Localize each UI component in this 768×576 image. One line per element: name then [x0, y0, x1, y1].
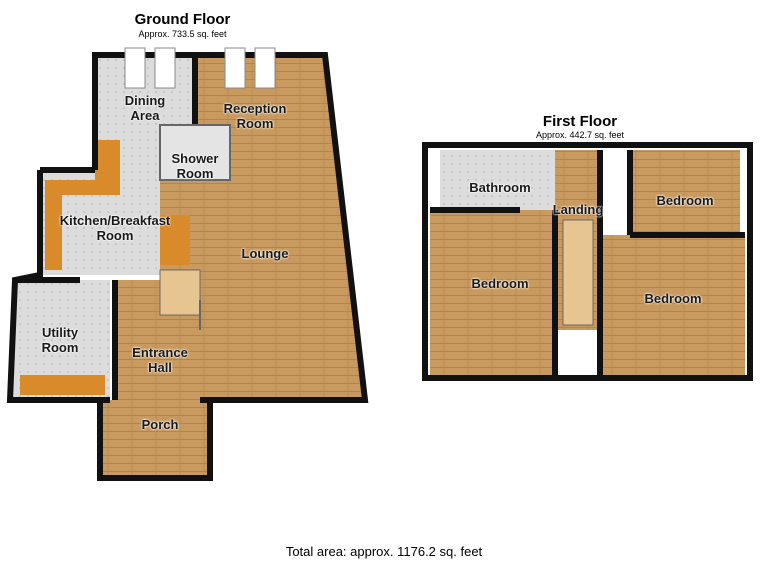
ground-floor-plan [6, 47, 369, 481]
kitchen [40, 170, 160, 275]
room-label-bedroom-right: Bedroom [644, 291, 702, 306]
porch [100, 400, 210, 478]
room-label-bathroom: Bathroom [469, 180, 531, 195]
stairs [159, 269, 201, 316]
ground-floor-area: Approx. 733.5 sq. feet [138, 29, 227, 39]
ground-floor-title: Ground Floor [134, 11, 231, 28]
room-label-bedroom-left: Bedroom [471, 276, 529, 291]
kitchen-counter [45, 140, 120, 270]
room-label-landing: Landing [552, 202, 604, 217]
room-label-lounge: Lounge [241, 246, 289, 261]
first-floor-plan [422, 142, 753, 381]
bedroom-right [600, 235, 745, 375]
shower-room [160, 125, 230, 180]
reception-lounge [160, 55, 365, 400]
bedroom-small [630, 150, 740, 235]
utility-room [10, 280, 110, 400]
room-label-porch: Porch [141, 417, 179, 432]
room-label-bedroom-small: Bedroom [656, 193, 714, 208]
bedroom-left [430, 210, 555, 375]
total-area: Total area: approx. 1176.2 sq. feet [285, 544, 483, 559]
kitchen-island [160, 215, 190, 265]
first-floor-stairs [562, 219, 594, 326]
first-floor-title: First Floor [542, 113, 618, 130]
first-floor-area: Approx. 442.7 sq. feet [535, 130, 625, 140]
utility-counter [20, 375, 105, 395]
bathroom [440, 150, 555, 210]
